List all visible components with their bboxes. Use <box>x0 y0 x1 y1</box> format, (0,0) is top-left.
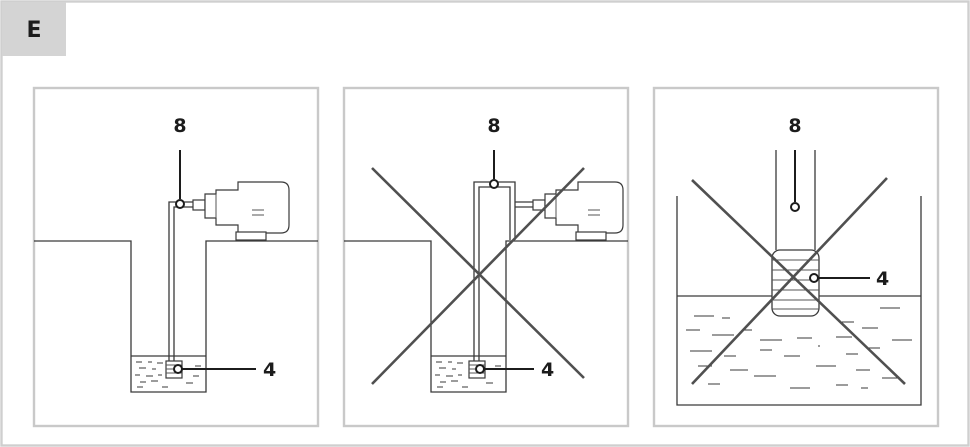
filter-label: 4 <box>876 268 889 290</box>
panel-frame <box>32 86 320 428</box>
surface-pump <box>192 181 290 241</box>
cross-out-mark-b <box>691 177 888 385</box>
section-label: E <box>26 18 41 43</box>
filter-label: 4 <box>541 359 554 381</box>
ground-line <box>34 240 318 393</box>
tank-walls <box>676 196 922 406</box>
ground-line <box>344 240 628 393</box>
cross-out-mark-b <box>371 167 585 385</box>
suction-hose <box>168 201 193 361</box>
cross-out-mark-a <box>691 179 906 385</box>
panel-frame <box>342 86 630 428</box>
filter-label: 4 <box>263 359 276 381</box>
surface-pump <box>532 181 624 241</box>
water-texture <box>686 307 912 389</box>
panel-hose-too-long: 8 4 <box>342 86 630 428</box>
hose-leader-dot <box>790 202 800 212</box>
hose-leader-dot <box>489 179 499 189</box>
hose-label: 8 <box>487 115 500 137</box>
water-texture <box>435 361 501 388</box>
filter-leader-dot <box>475 364 485 374</box>
panel-correct-installation: 8 4 <box>32 86 320 428</box>
cross-out-mark-a <box>371 167 585 379</box>
filter-leader-dot <box>173 364 183 374</box>
filter-leader-dot <box>809 273 819 283</box>
hose-label: 8 <box>173 115 186 137</box>
panel-frame <box>652 86 940 428</box>
section-header-tab <box>2 2 66 56</box>
hose-leader-dot <box>175 199 185 209</box>
panel-filter-not-submerged: 8 4 <box>652 86 940 428</box>
suction-hose <box>473 181 516 361</box>
suction-hose-inner <box>173 206 193 361</box>
water-texture <box>135 361 201 388</box>
filter-strainer <box>771 249 820 317</box>
hose-label: 8 <box>788 115 801 137</box>
